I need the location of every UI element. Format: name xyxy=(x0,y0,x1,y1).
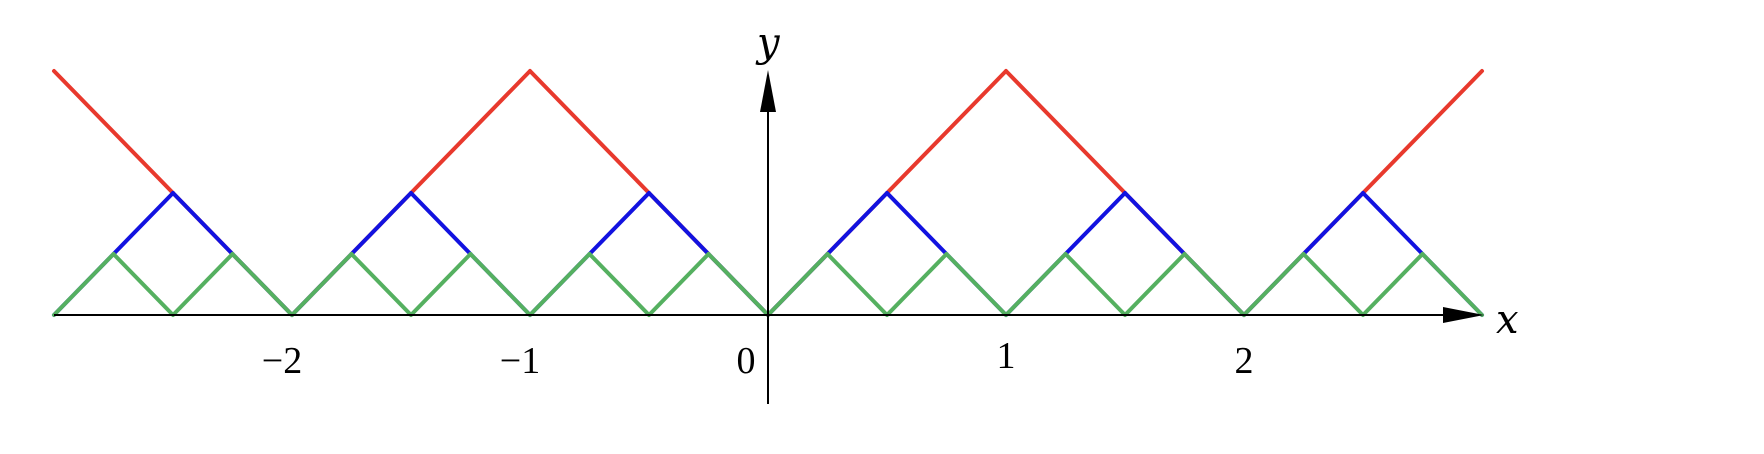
series-2-segment xyxy=(1004,252,1068,317)
series-2-segment xyxy=(528,252,592,317)
series-2-segment xyxy=(1361,252,1425,317)
series-2-segment xyxy=(766,252,830,317)
series-2-segment xyxy=(52,252,116,317)
series-1-segment xyxy=(1063,191,1127,256)
y-axis-label: y xyxy=(755,20,781,66)
series-2-segment xyxy=(1242,252,1306,317)
series-1-segment xyxy=(111,191,175,256)
x-axis-arrow-icon xyxy=(1443,307,1484,323)
series-layer xyxy=(52,69,1484,317)
series-1-segment xyxy=(171,191,235,256)
x-tick-label: −1 xyxy=(500,340,540,382)
series-2 xyxy=(52,252,1484,317)
series-2-segment xyxy=(1420,252,1484,317)
series-2-segment xyxy=(1063,252,1127,317)
series-1-segment xyxy=(647,191,711,256)
x-tick-label: 0 xyxy=(737,340,756,382)
series-1-segment xyxy=(349,191,413,256)
series-2-segment xyxy=(647,252,711,317)
series-2-segment xyxy=(587,252,651,317)
axes xyxy=(54,70,1484,404)
series-0-segment xyxy=(885,69,1008,195)
series-1-segment xyxy=(885,191,949,256)
series-2-segment xyxy=(349,252,413,317)
series-2-segment xyxy=(1182,252,1246,317)
series-0-segment xyxy=(409,69,532,195)
series-2-segment xyxy=(706,252,770,317)
series-1-segment xyxy=(1123,191,1187,256)
series-2-segment xyxy=(885,252,949,317)
series-2-segment xyxy=(111,252,175,317)
x-tick-label: 2 xyxy=(1235,340,1254,382)
series-2-segment xyxy=(1301,252,1365,317)
series-2-segment xyxy=(290,252,354,317)
series-0-segment xyxy=(52,69,175,195)
series-1-segment xyxy=(409,191,473,256)
series-0-segment xyxy=(1004,69,1127,195)
series-2-segment xyxy=(230,252,294,317)
series-2-segment xyxy=(944,252,1008,317)
series-2-segment xyxy=(171,252,235,317)
x-tick-label: 1 xyxy=(997,335,1016,377)
series-2-segment xyxy=(1123,252,1187,317)
series-0-segment xyxy=(1361,69,1484,195)
series-1-segment xyxy=(825,191,889,256)
series-1-segment xyxy=(1301,191,1365,256)
series-2-segment xyxy=(468,252,532,317)
x-axis-label: x xyxy=(1496,297,1519,343)
y-axis-arrow-icon xyxy=(760,70,776,112)
x-tick-labels: −2 −1 0 1 2 xyxy=(262,335,1254,382)
series-2-segment xyxy=(409,252,473,317)
series-1-segment xyxy=(1361,191,1425,256)
x-tick-label: −2 xyxy=(262,340,302,382)
series-0-segment xyxy=(528,69,651,195)
series-1-segment xyxy=(587,191,651,256)
series-2-segment xyxy=(825,252,889,317)
